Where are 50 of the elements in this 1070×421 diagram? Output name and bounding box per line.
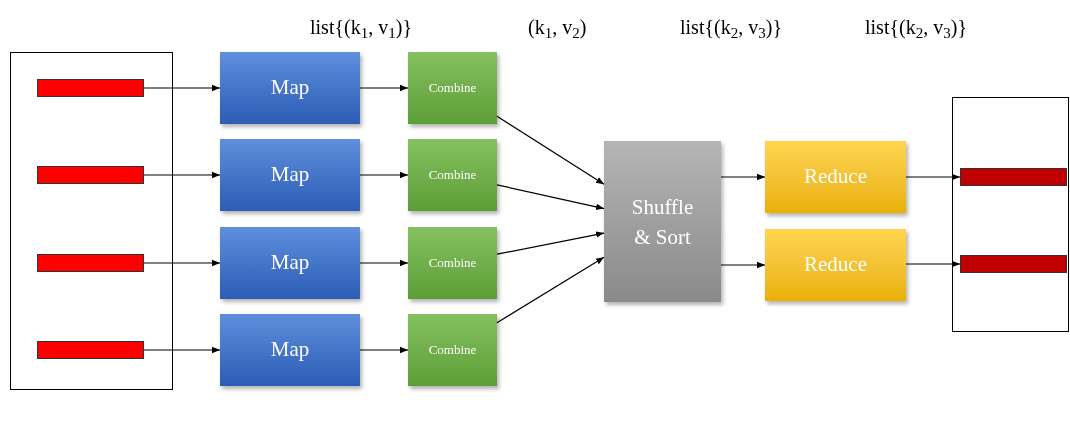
storage-bar [37, 254, 144, 272]
combine-box [408, 314, 497, 386]
storage-bar [960, 255, 1067, 273]
arrow [359, 171, 409, 179]
arrow [143, 84, 221, 92]
arrow [496, 231, 605, 255]
box-label: Shuffle & Sort [631, 193, 694, 251]
arrow [720, 261, 766, 269]
box-label: Combine [428, 254, 477, 273]
key-value-label: list{(k$_{1}$, v$_{1}$)} [310, 15, 412, 42]
storage-bar [37, 341, 144, 359]
box-label: Map [270, 74, 310, 102]
storage-bar [960, 168, 1067, 186]
map-box [220, 139, 360, 211]
arrow [359, 259, 409, 267]
arrow [720, 173, 766, 181]
arrow [359, 346, 409, 354]
arrow [496, 115, 605, 185]
box-label: Combine [428, 166, 477, 185]
reduce-box [765, 141, 906, 213]
arrow [143, 259, 221, 267]
arrow [496, 184, 605, 210]
shuffle-sort-box [604, 141, 721, 302]
map-box [220, 314, 360, 386]
key-value-label: (k$_{1}$, v$_{2}$) [528, 15, 587, 42]
arrow [905, 173, 961, 181]
box-label: Reduce [804, 163, 867, 191]
box-label: Combine [428, 79, 477, 98]
box-label: Combine [428, 341, 477, 360]
combine-box [408, 52, 497, 124]
storage-bar [37, 79, 144, 97]
arrow [143, 171, 221, 179]
reduce-box [765, 229, 906, 301]
arrow [905, 260, 961, 268]
key-value-label: list{(k$_{2}$, v$_{3}$)} [680, 15, 782, 42]
box-label: Map [270, 249, 310, 277]
key-value-label: list{(k$_{2}$, v$_{3}$)} [865, 15, 967, 42]
box-label: Map [270, 161, 310, 189]
arrow [143, 346, 221, 354]
storage-container [10, 52, 173, 390]
combine-box [408, 227, 497, 299]
arrow [496, 256, 605, 324]
box-label: Reduce [804, 251, 867, 279]
storage-container [952, 97, 1069, 332]
arrow [359, 84, 409, 92]
combine-box [408, 139, 497, 211]
map-box [220, 227, 360, 299]
storage-bar [37, 166, 144, 184]
map-box [220, 52, 360, 124]
box-label: Map [270, 336, 310, 364]
